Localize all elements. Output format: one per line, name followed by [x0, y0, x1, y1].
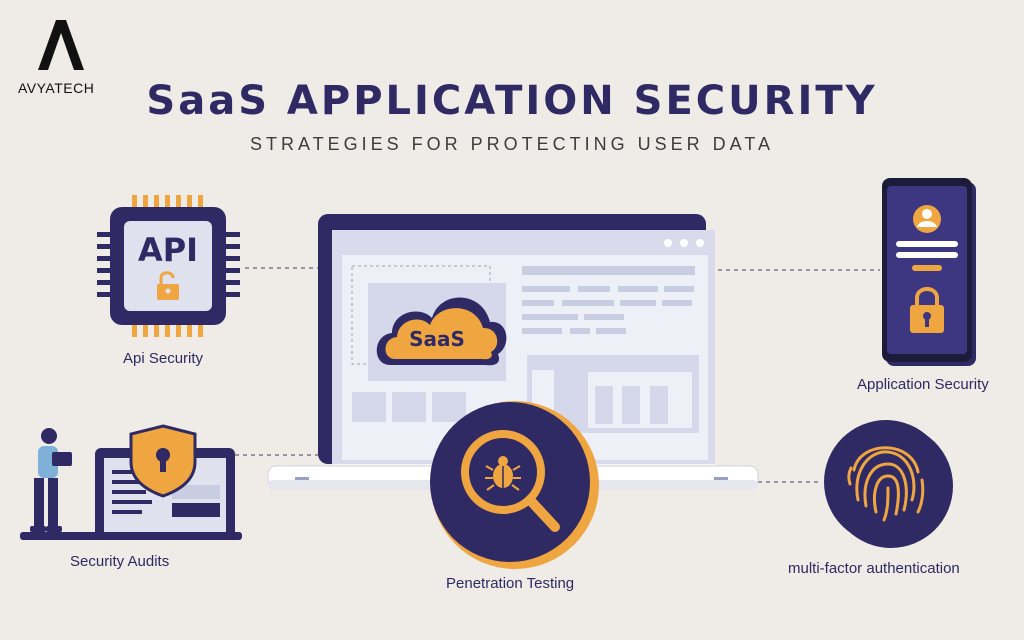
- shield-keyhole-icon: [129, 424, 197, 498]
- logo-icon: [38, 20, 84, 70]
- api-chip-icon: [97, 195, 240, 337]
- page-subtitle: STRATEGIES FOR PROTECTING USER DATA: [249, 134, 775, 154]
- smartphone-icon: [882, 178, 976, 366]
- label-application-security: Application Security: [857, 376, 989, 393]
- brand-name: AVYATECH: [18, 80, 95, 96]
- page-title: SaaS APPLICATION SECURITY: [146, 78, 878, 124]
- pentest-icon: [430, 401, 599, 569]
- padlock-icon: [157, 271, 179, 300]
- label-penetration-testing: Penetration Testing: [446, 575, 575, 592]
- fingerprint-icon: [824, 420, 953, 548]
- label-security-audits: Security Audits: [70, 553, 170, 570]
- person-icon: [30, 428, 72, 532]
- bug-icon: [485, 456, 521, 491]
- label-multi-factor-authentication: multi-factor authentication: [788, 560, 960, 577]
- cloud-icon: [376, 297, 507, 366]
- api-chip-text: API: [138, 231, 198, 269]
- cloud-label: SaaS: [409, 327, 465, 351]
- label-api-security: Api Security: [123, 350, 204, 367]
